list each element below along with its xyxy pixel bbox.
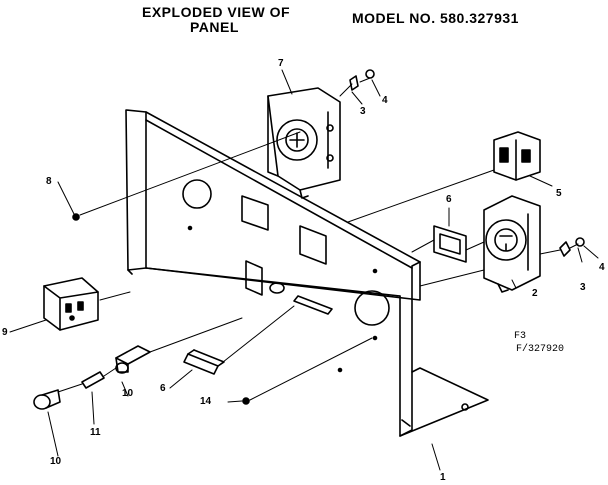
callout-11: 11 <box>90 427 101 438</box>
washer-part-4-right <box>575 237 585 247</box>
callout-1: 1 <box>440 472 446 483</box>
leader-lines <box>9 69 599 471</box>
receptacle-part-2 <box>483 195 541 293</box>
diagram-title-line2: PANEL <box>190 19 239 35</box>
callout-2: 2 <box>532 288 538 299</box>
callout-3-top: 3 <box>360 106 366 117</box>
callout-3-right: 3 <box>580 282 586 293</box>
washer-part-4-top <box>365 69 375 79</box>
callout-10-upper: 10 <box>122 388 134 399</box>
model-number: MODEL NO. 580.327931 <box>352 10 519 26</box>
callout-6-lower: 6 <box>160 383 166 394</box>
screw-part-8 <box>72 213 80 221</box>
outlet-part-9 <box>43 277 99 331</box>
callout-7: 7 <box>278 58 284 69</box>
callout-6-right: 6 <box>446 194 452 205</box>
diagram-title-line1: EXPLODED VIEW OF <box>142 4 291 20</box>
switch-part-5 <box>493 131 541 181</box>
screw-part-14 <box>242 397 250 405</box>
note-reference-number: F/327920 <box>516 344 565 355</box>
callout-4-top: 4 <box>382 95 388 106</box>
callout-10-lower: 10 <box>50 456 62 467</box>
fuse-part-11 <box>81 371 105 389</box>
bracket-part-6-right <box>433 225 467 263</box>
callout-5: 5 <box>556 188 562 199</box>
callout-14: 14 <box>200 396 212 407</box>
nut-part-3-right <box>559 241 571 257</box>
panel-part-1 <box>125 109 489 437</box>
fuse-holder-part-10 <box>115 345 151 374</box>
note-f3: F3 <box>514 331 527 342</box>
alignment-lines <box>57 77 579 401</box>
receptacle-part-7 <box>267 87 341 199</box>
callout-9: 9 <box>2 327 8 338</box>
fuse-cap-part-10 <box>33 389 61 410</box>
nut-part-3-top <box>349 75 359 91</box>
callout-8: 8 <box>46 176 52 187</box>
connector-part-6-lower <box>183 349 225 375</box>
callout-4-right: 4 <box>599 262 605 273</box>
